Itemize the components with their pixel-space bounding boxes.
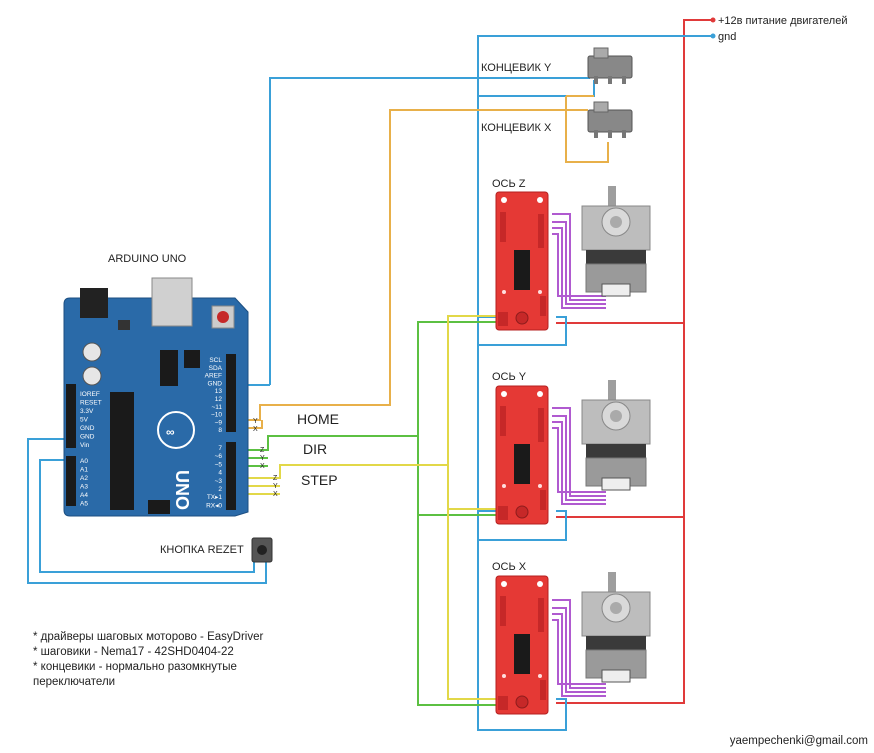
stepper-motor-z: [581, 185, 651, 297]
reset-wire: [39, 459, 255, 573]
pin-label: RX◂0: [206, 502, 222, 509]
pin-label: ~9: [215, 419, 223, 426]
step-label: STEP: [301, 472, 338, 488]
pin-label: 3.3V: [80, 408, 94, 415]
dir-label: DIR: [303, 441, 327, 457]
arduino-label: ARDUINO UNO: [108, 253, 187, 265]
axis-x-label: ОСЬ X: [492, 561, 527, 573]
note-steppers: * шаговики - Nema17 - 42SHD0404-22: [33, 646, 234, 658]
board-brand: UNO: [172, 470, 192, 510]
pin-label: IOREF: [80, 391, 100, 398]
pin-label: 13: [215, 388, 223, 395]
analog-header: [66, 456, 76, 506]
pin-label: 4: [218, 470, 222, 477]
power-12v-label: +12в питание двигателей: [718, 15, 848, 27]
usb-port: [151, 277, 193, 327]
arduino-board: ∞ UNO: [63, 277, 249, 517]
gnd-label: gnd: [718, 31, 736, 43]
reset-button: [251, 537, 273, 563]
axis-z-label: ОСЬ Z: [492, 178, 526, 190]
pin-label: SDA: [209, 365, 223, 372]
home-pin-x: X: [253, 426, 258, 433]
pin-label: 5V: [80, 417, 89, 424]
dir-wire: [248, 321, 496, 706]
stepper-motor-y: [581, 379, 651, 491]
endstop-x-label: КОНЦЕВИК X: [481, 122, 552, 134]
step-pin-z: Z: [273, 475, 278, 482]
driver-y: [495, 385, 549, 525]
home-pin-y: Y: [253, 418, 258, 425]
pin-label: SCL: [209, 357, 222, 364]
reset-button-onboard: [217, 311, 229, 323]
power-terminal-12v: [710, 17, 716, 23]
driver-x: [495, 575, 549, 715]
note-drivers: * драйверы шаговых моторово - EasyDriver: [33, 631, 264, 643]
pin-label: GND: [80, 434, 95, 441]
pin-label: 7: [218, 445, 222, 452]
dir-pin-x: X: [260, 463, 265, 470]
power-header: [66, 384, 76, 448]
pin-label: A5: [80, 501, 88, 508]
author-email: yaempechenki@gmail.com: [729, 735, 868, 747]
axis-y-label: ОСЬ Y: [492, 371, 527, 383]
pin-label: 12: [215, 396, 223, 403]
power-wire: [556, 19, 712, 704]
pin-label: GND: [208, 380, 223, 387]
pin-label: ~5: [215, 461, 223, 468]
digital-header-top: [226, 354, 236, 432]
pin-label: A1: [80, 467, 88, 474]
pin-label: ~11: [211, 404, 222, 411]
arduino-logo: ∞: [166, 425, 175, 439]
pin-label: A4: [80, 492, 88, 499]
step-pin-y: Y: [273, 483, 278, 490]
notes: * драйверы шаговых моторово - EasyDriver…: [33, 630, 293, 690]
pin-label: 8: [218, 427, 222, 434]
atmega-chip: [110, 392, 134, 510]
step-pin-x: X: [273, 491, 278, 498]
digital-header-bottom: [226, 442, 236, 510]
pin-label: 2: [218, 486, 222, 493]
pin-label: AREF: [205, 373, 222, 380]
dir-pin-y: Y: [260, 455, 265, 462]
driver-z: [495, 191, 549, 331]
endstop-x-switch: [587, 101, 633, 139]
home-wire: [248, 95, 609, 429]
pin-label: A2: [80, 475, 88, 482]
endstop-y-label: КОНЦЕВИК Y: [481, 62, 552, 74]
reset-button-label: КНОПКА REZET: [160, 544, 244, 556]
gnd-terminal: [710, 33, 716, 39]
pin-label: RESET: [80, 400, 102, 407]
pin-label: TX▸1: [207, 494, 223, 501]
step-wire: [248, 315, 496, 700]
pin-label: ~6: [215, 453, 223, 460]
pin-label: A0: [80, 458, 88, 465]
motor-wires: [552, 213, 606, 697]
pin-label: GND: [80, 425, 95, 432]
power-jack: [80, 288, 108, 318]
note-endstops: * концевики - нормально разомкнутые пере…: [33, 661, 237, 688]
pin-label: A3: [80, 484, 88, 491]
pin-label: Vin: [80, 442, 90, 449]
home-label: HOME: [297, 411, 339, 427]
endstop-y-switch: [587, 47, 633, 85]
pin-label: ~3: [215, 478, 223, 485]
pin-label: ~10: [211, 412, 222, 419]
stepper-motor-x: [581, 571, 651, 683]
dir-pin-z: Z: [260, 447, 265, 454]
